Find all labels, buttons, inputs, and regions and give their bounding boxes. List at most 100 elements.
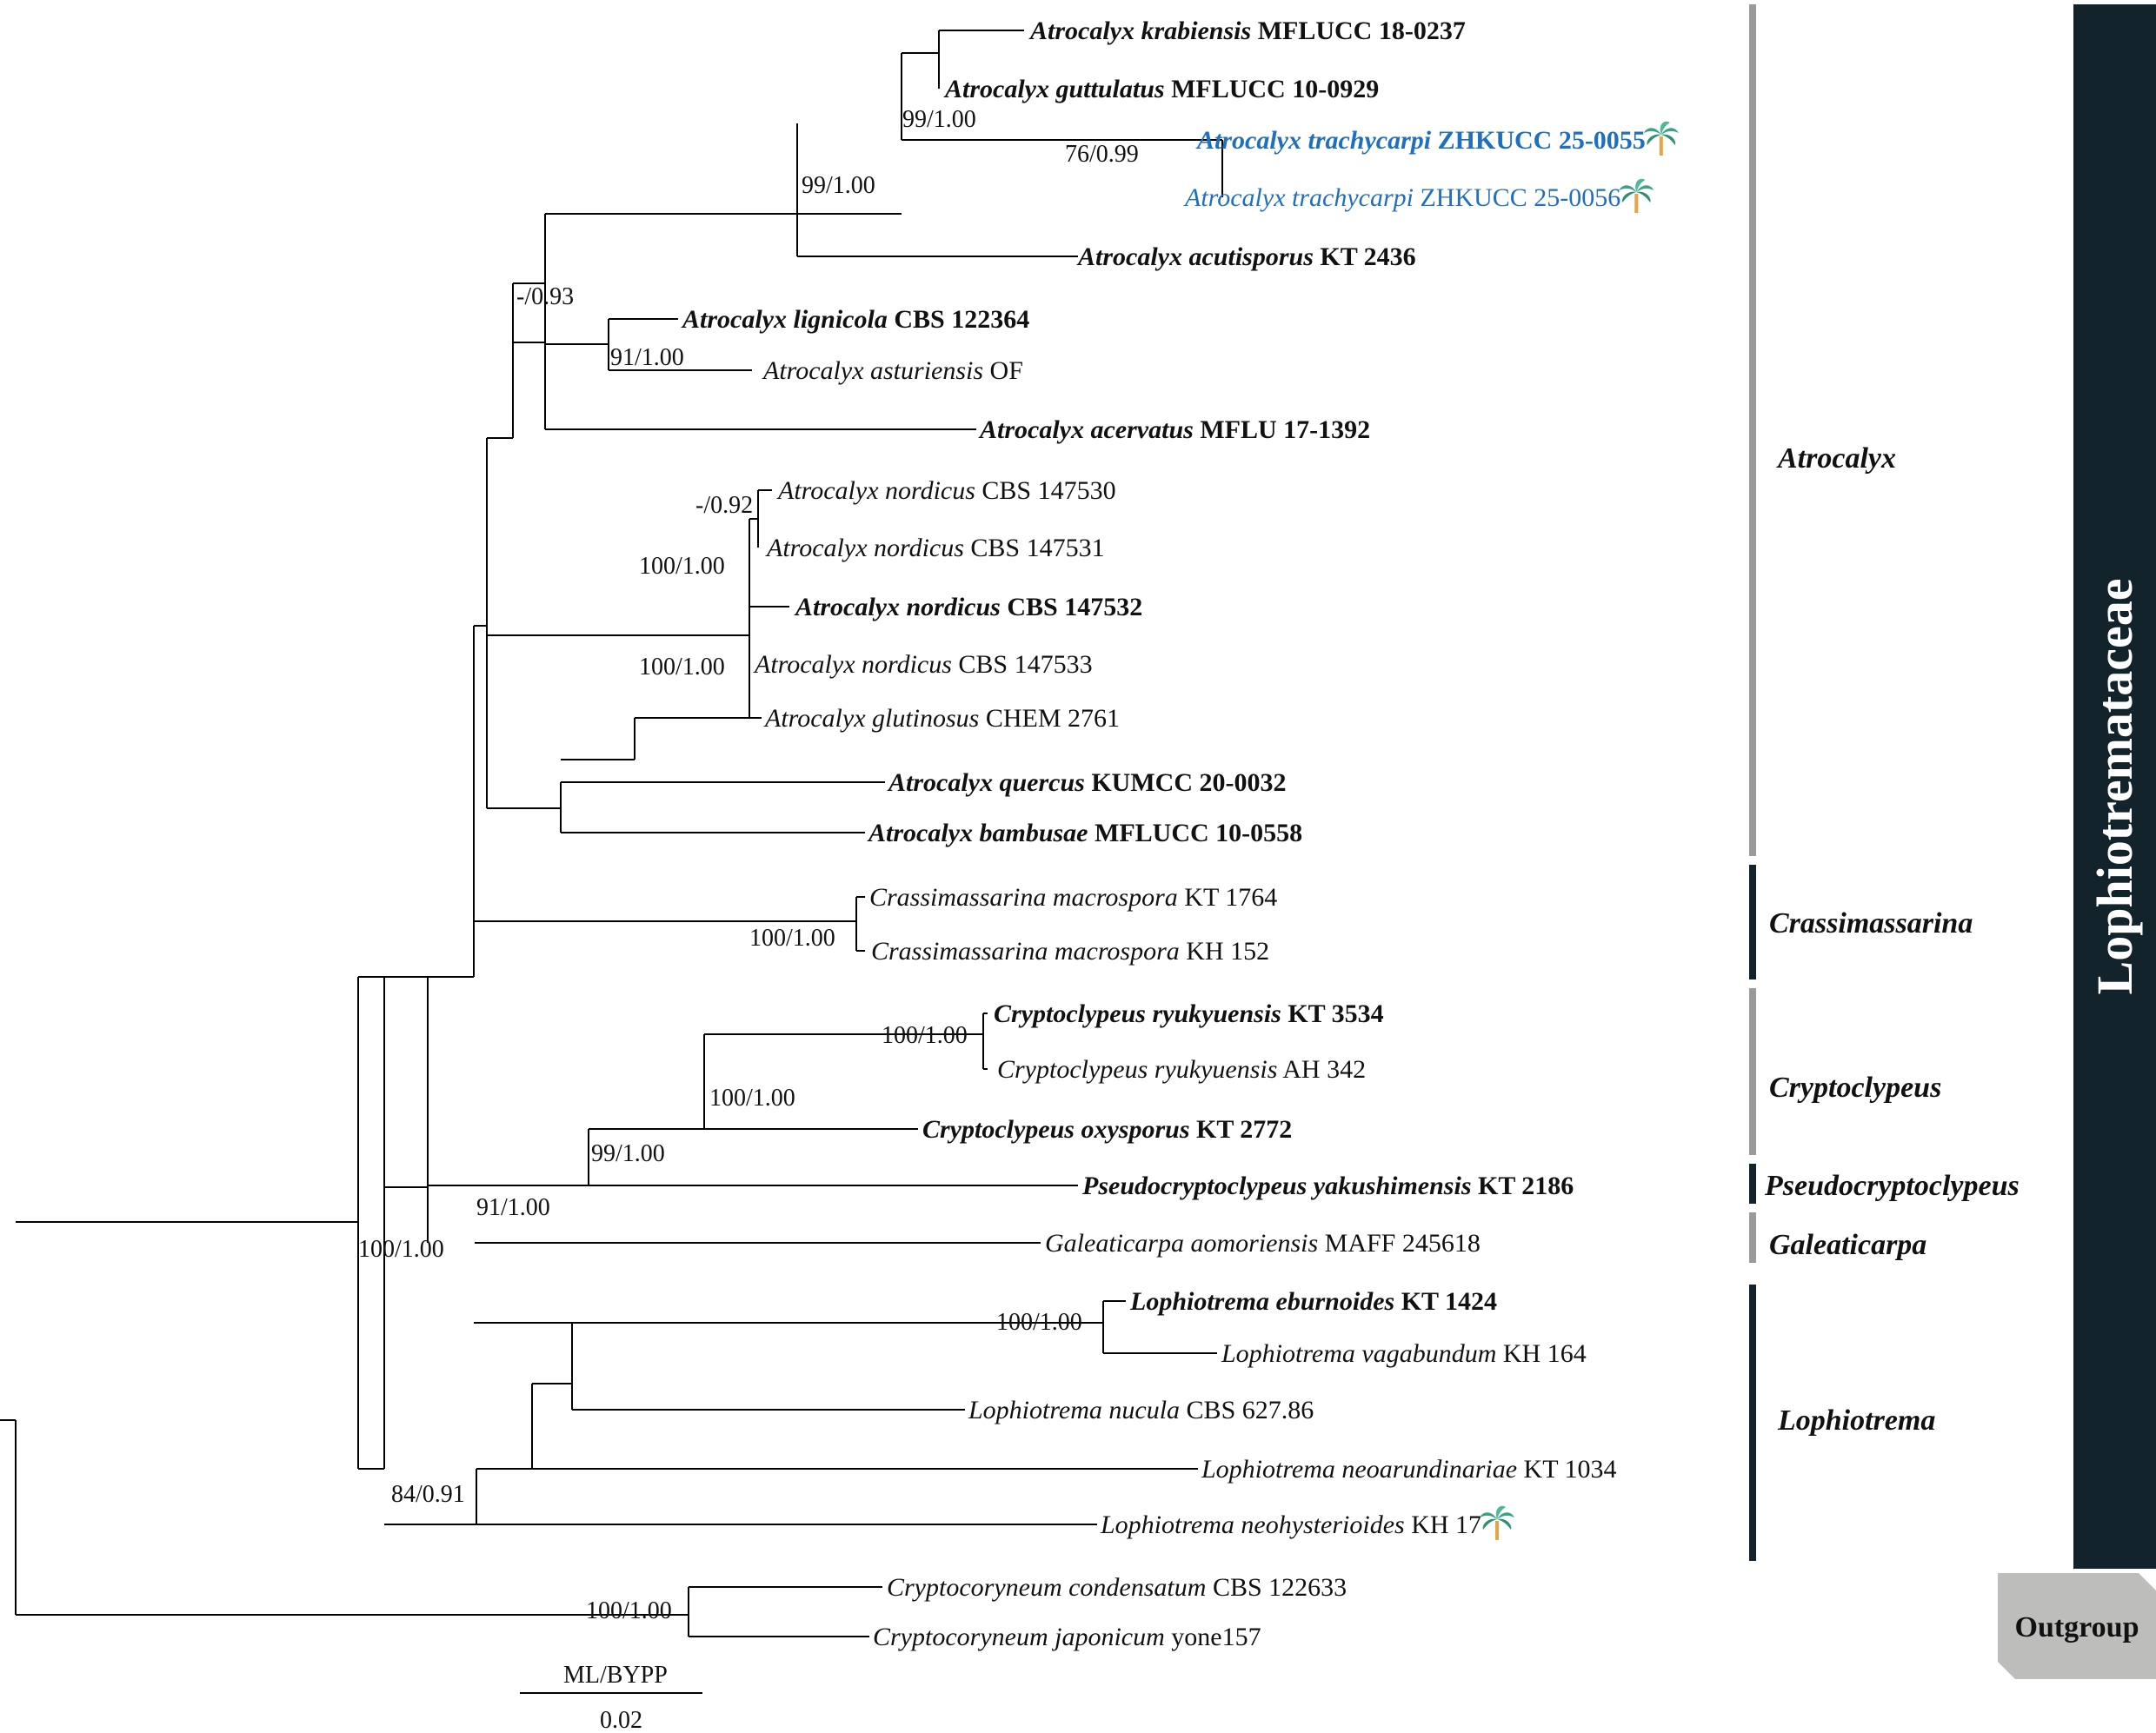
taxon-label: Atrocalyx asturiensis OF	[762, 356, 1023, 385]
taxon-name: Atrocalyx nordicus	[753, 650, 952, 679]
taxon-label: Cryptoclypeus ryukyuensis AH 342	[997, 1055, 1366, 1084]
strain-number: KUMCC 20-0032	[1085, 768, 1287, 797]
clade-label-pseudocryptoclypeus: Pseudocryptoclypeus	[1764, 1170, 2020, 1202]
strain-number: MFLUCC 10-0558	[1088, 819, 1303, 847]
taxon-label: Pseudocryptoclypeus yakushimensis KT 218…	[1081, 1172, 1574, 1200]
taxon-name: Lophiotrema nucula	[968, 1396, 1180, 1424]
strain-number: ZHKUCC 25-0056	[1414, 183, 1620, 212]
support-value: 100/1.00	[709, 1085, 795, 1112]
taxon-name: Atrocalyx nordicus	[794, 593, 1001, 621]
taxon-name: Cryptoclypeus ryukyuensis	[994, 999, 1281, 1028]
taxon-label: Atrocalyx trachycarpi ZHKUCC 25-0055	[1195, 126, 1646, 155]
support-value: 84/0.91	[391, 1481, 465, 1508]
support-value: 100/1.00	[882, 1022, 968, 1049]
clade-bar-galeaticarpa	[1749, 1212, 1756, 1263]
taxon-label: Cryptoclypeus oxysporus KT 2772	[922, 1115, 1292, 1144]
tree-branches	[0, 30, 1223, 1637]
taxon-label: Crassimassarina macrospora KH 152	[871, 937, 1269, 966]
palm-tree-icon	[1643, 121, 1679, 156]
family-label: Lophiotremataceae	[2086, 579, 2143, 995]
strain-number: KT 2436	[1314, 242, 1416, 271]
taxon-name: Lophiotrema eburnoides	[1129, 1287, 1394, 1316]
strain-number: CBS 627.86	[1180, 1396, 1314, 1424]
palm-tree-icon	[1619, 178, 1654, 213]
clade-label-cryptoclypeus: Cryptoclypeus	[1769, 1072, 1941, 1104]
strain-number: CBS 122364	[888, 305, 1029, 334]
strain-number: MFLUCC 18-0237	[1251, 17, 1466, 45]
taxon-name: Cryptocoryneum japonicum	[873, 1623, 1165, 1651]
strain-number: KT 3534	[1281, 999, 1384, 1028]
taxon-label: Atrocalyx nordicus CBS 147531	[765, 534, 1105, 562]
taxon-name: Cryptoclypeus oxysporus	[922, 1115, 1190, 1144]
clade-label-lophiotrema: Lophiotrema	[1777, 1404, 1935, 1437]
taxon-name: Atrocalyx bambusae	[867, 819, 1088, 847]
taxon-name: Atrocalyx acervatus	[978, 415, 1194, 444]
strain-number: KT 2772	[1190, 1115, 1293, 1144]
clade-label-galeaticarpa: Galeaticarpa	[1769, 1229, 1926, 1261]
support-value: 100/1.00	[639, 654, 725, 681]
clade-bar-crassimassarina	[1749, 865, 1756, 979]
support-values: 99/1.0076/0.9999/1.00-/0.9391/1.00-/0.92…	[358, 106, 1139, 1624]
taxon-label: Lophiotrema neohysterioides KH 17	[1100, 1511, 1481, 1539]
taxon-label: Atrocalyx lignicola CBS 122364	[681, 305, 1029, 334]
taxon-name: Atrocalyx lignicola	[681, 305, 888, 334]
taxon-label: Lophiotrema eburnoides KT 1424	[1129, 1287, 1497, 1316]
taxon-name: Lophiotrema neohysterioides	[1100, 1511, 1405, 1539]
taxon-name: Atrocalyx quercus	[887, 768, 1085, 797]
tip-labels: Atrocalyx krabiensis MFLUCC 18-0237Atroc…	[475, 17, 1679, 1651]
strain-number: CBS 147531	[964, 534, 1105, 562]
strain-number: CBS 147530	[975, 476, 1116, 505]
strain-number: KT 2186	[1472, 1172, 1574, 1200]
taxon-name: Atrocalyx asturiensis	[762, 356, 983, 385]
taxon-name: Cryptoclypeus ryukyuensis	[997, 1055, 1277, 1084]
taxon-label: Atrocalyx trachycarpi ZHKUCC 25-0056	[1183, 183, 1620, 212]
clade-bar-atrocalyx	[1749, 4, 1756, 856]
strain-number: CBS 122633	[1206, 1573, 1347, 1602]
taxon-label: Atrocalyx acutisporus KT 2436	[1076, 242, 1416, 271]
taxon-name: Pseudocryptoclypeus yakushimensis	[1081, 1172, 1472, 1200]
strain-number: KT 1764	[1178, 883, 1277, 912]
outgroup-label: Outgroup	[2015, 1611, 2139, 1643]
strain-number: KH 164	[1496, 1339, 1586, 1368]
taxon-name: Atrocalyx glutinosus	[763, 704, 979, 733]
taxon-name: Atrocalyx trachycarpi	[1195, 126, 1432, 155]
support-value: 99/1.00	[802, 172, 875, 199]
taxon-name: Atrocalyx acutisporus	[1076, 242, 1314, 271]
strain-number: CHEM 2761	[979, 704, 1120, 733]
support-value: 91/1.00	[476, 1194, 550, 1221]
taxon-label: Atrocalyx krabiensis MFLUCC 18-0237	[1028, 17, 1466, 45]
taxon-label: Atrocalyx nordicus CBS 147530	[776, 476, 1116, 505]
taxon-label: Lophiotrema neoarundinariae KT 1034	[1201, 1455, 1617, 1484]
clade-label-atrocalyx: Atrocalyx	[1776, 442, 1896, 475]
taxon-label: Cryptoclypeus ryukyuensis KT 3534	[994, 999, 1384, 1028]
taxon-label: Atrocalyx quercus KUMCC 20-0032	[887, 768, 1286, 797]
taxon-label: Atrocalyx bambusae MFLUCC 10-0558	[867, 819, 1302, 847]
taxon-label: Atrocalyx nordicus CBS 147533	[753, 650, 1093, 679]
strain-number: OF	[983, 356, 1023, 385]
strain-number: KT 1034	[1517, 1455, 1616, 1484]
support-value: -/0.92	[695, 492, 753, 519]
scale-bar: ML/BYPP 0.02	[520, 1662, 702, 1733]
support-value: 99/1.00	[902, 106, 976, 133]
support-value: 76/0.99	[1065, 141, 1139, 168]
taxon-label: Galeaticarpa aomoriensis MAFF 245618	[1045, 1229, 1481, 1258]
taxon-label: Atrocalyx acervatus MFLU 17-1392	[978, 415, 1370, 444]
taxon-name: Crassimassarina macrospora	[871, 937, 1180, 966]
taxon-name: Cryptocoryneum condensatum	[887, 1573, 1206, 1602]
strain-number: KH 152	[1180, 937, 1269, 966]
taxon-name: Atrocalyx krabiensis	[1028, 17, 1251, 45]
strain-number: MAFF 245618	[1318, 1229, 1481, 1258]
strain-number: yone157	[1165, 1623, 1261, 1651]
strain-number: AH 342	[1277, 1055, 1366, 1084]
taxon-name: Atrocalyx nordicus	[765, 534, 964, 562]
support-value: 100/1.00	[586, 1597, 672, 1624]
strain-number: CBS 147532	[1001, 593, 1142, 621]
clade-bars	[1749, 4, 1756, 1561]
taxon-name: Lophiotrema vagabundum	[1221, 1339, 1496, 1368]
taxon-label: Atrocalyx guttulatus MFLUCC 10-0929	[943, 75, 1379, 103]
taxon-name: Galeaticarpa aomoriensis	[1045, 1229, 1318, 1258]
clade-label-crassimassarina: Crassimassarina	[1769, 907, 1973, 940]
taxon-label: Atrocalyx nordicus CBS 147532	[794, 593, 1142, 621]
taxon-label: Lophiotrema vagabundum KH 164	[1221, 1339, 1587, 1368]
